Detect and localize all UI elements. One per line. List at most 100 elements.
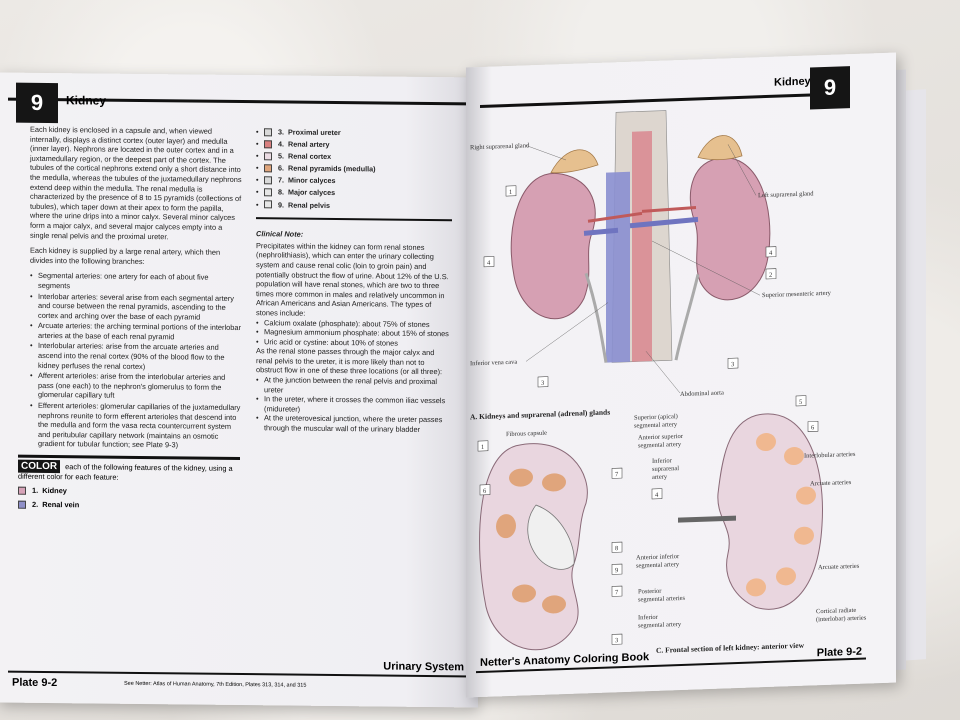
right-column-text: 3. Proximal ureter 4. Renal artery 5. Re… [256, 127, 452, 435]
obstruct-text: As the renal stone passes through the ma… [256, 346, 443, 377]
left-renal-artery [641, 205, 697, 213]
right-page: Kidney 9 Right suprarenal gland Le [466, 52, 896, 698]
anatomy-illustrations: Right suprarenal gland Left suprarenal g… [470, 110, 867, 655]
label-inferior-suprarenal-1: Inferior [652, 457, 673, 465]
fig-c-num: 4 [655, 492, 659, 499]
location-item: At the ureterovesical junction, where th… [256, 414, 452, 435]
color-key-label: Proximal ureter [288, 127, 341, 138]
fig-b-num: 7 [615, 589, 619, 596]
stone-type: Uric acid or cystine: about 10% of stone… [256, 337, 452, 349]
renal-pyramid [784, 447, 804, 466]
color-key-num: 8. [278, 187, 284, 197]
color-key-num: 6. [278, 163, 284, 173]
label-cortical-radiate-2: (interlobar) arteries [816, 615, 867, 624]
branch-item: Afferent arterioles: arise from the inte… [30, 371, 242, 402]
fig-a-number-boxes: 1 4 2 4 3 3 [483, 185, 777, 388]
left-renal-vein [629, 216, 699, 229]
color-key-item: 4. Renal artery [256, 139, 452, 151]
branch-item: Efferent arterioles: glomerular capillar… [30, 401, 242, 451]
label-inferior-suprarenal-2: suprarenal [652, 465, 679, 473]
label-superior-apical-2: segmental artery [634, 421, 678, 430]
clinical-note-title: Clinical Note: [256, 229, 304, 239]
fig-b-num: 8 [615, 545, 618, 552]
color-key-item: 1. Kidney [18, 486, 240, 498]
fig-a-num: 4 [769, 250, 773, 257]
figure-a: Right suprarenal gland Left suprarenal g… [470, 110, 832, 421]
renal-pyramid [542, 595, 566, 614]
color-key-item: 2. Renal vein [18, 499, 240, 511]
label-posterior-1: Posterior [638, 588, 662, 596]
label-interlobular: Interlobular arteries [804, 451, 856, 460]
label-anterior-inferior-2: segmental artery [636, 561, 680, 570]
label-anterior-superior-1: Anterior superior [638, 433, 684, 442]
obstruction-locations: At the junction between the renal pelvis… [256, 375, 452, 435]
fig-c-num: 6 [811, 424, 815, 431]
fig-c-caption: C. Frontal section of left kidney: anter… [656, 641, 805, 655]
abdominal-aorta [632, 131, 652, 362]
renal-artery-stem [678, 515, 736, 523]
footer-plate: Plate 9-2 [816, 645, 862, 660]
label-inferior-suprarenal-3: artery [652, 473, 668, 481]
inferior-vena-cava [606, 171, 630, 363]
stone-types-list: Calcium oxalate (phosphate): about 75% o… [256, 318, 452, 349]
branch-item: Arcuate arteries: the arching terminal p… [30, 321, 242, 342]
color-key-label: Renal vein [42, 499, 80, 510]
label-fibrous-capsule: Fibrous capsule [506, 430, 547, 438]
renal-pyramid [496, 514, 516, 539]
renal-pelvis [527, 504, 575, 570]
branch-list: Segmental arteries: one artery for each … [30, 271, 242, 451]
swatch-icon [264, 128, 272, 137]
renal-pyramid [542, 473, 566, 492]
supply-intro: Each kidney is supplied by a large renal… [30, 245, 221, 266]
left-footer: Urinary System Plate 9-2 See Netter: Atl… [8, 661, 472, 689]
color-key-item: 3. Proximal ureter [256, 127, 452, 139]
fig-a-num: 3 [541, 380, 544, 387]
fig-c-num: 5 [799, 399, 802, 406]
footer-reference: See Netter: Atlas of Human Anatomy, 7th … [124, 680, 307, 689]
label-ivc: Inferior vena cava [470, 359, 517, 368]
color-key-num: 9. [278, 199, 284, 210]
label-inferior-segmental-2: segmental artery [638, 621, 682, 630]
color-key-item: 9. Renal pelvis [256, 200, 452, 212]
fig-b-num: 6 [483, 488, 487, 495]
left-suprarenal-gland [697, 135, 743, 161]
color-key-list: 1. Kidney 2. Renal vein [18, 486, 240, 512]
color-key-num: 1. [32, 486, 39, 496]
footer-system: Urinary System [383, 660, 464, 674]
label-anterior-superior-2: segmental artery [638, 441, 682, 450]
right-page-title: Kidney [774, 75, 811, 89]
renal-pyramid [746, 578, 766, 597]
right-kidney [510, 172, 596, 320]
color-key-num: 5. [278, 151, 284, 161]
location-item: At the junction between the renal pelvis… [256, 375, 452, 396]
figure-b: Fibrous capsule 1 7 6 8 9 7 3 [477, 430, 623, 651]
fig-b-number-boxes: 1 7 6 8 9 7 3 [477, 440, 623, 645]
swatch-renal-vein [18, 500, 26, 509]
fig-b-num: 1 [481, 444, 484, 451]
right-renal-vein [583, 227, 619, 236]
fig-a-num: 3 [731, 361, 734, 368]
color-key-num: 4. [278, 139, 284, 149]
fig-a-num: 4 [487, 260, 491, 267]
color-key-num: 7. [278, 175, 284, 185]
color-key-list-cont: 3. Proximal ureter 4. Renal artery 5. Re… [256, 127, 452, 211]
color-key-label: Renal pelvis [288, 200, 330, 210]
renal-pyramid [756, 433, 776, 452]
color-key-item: 7. Minor calyces [256, 176, 452, 188]
swatch-icon [264, 200, 272, 209]
clinical-divider [256, 217, 452, 222]
left-page-title: Kidney [66, 93, 107, 108]
color-key-label: Kidney [42, 486, 67, 496]
color-key-label: Renal artery [288, 139, 330, 150]
right-suprarenal-gland [550, 149, 599, 174]
label-superior-mesenteric: Superior mesenteric artery [762, 290, 832, 299]
left-kidney [689, 157, 771, 301]
renal-pyramid [509, 468, 533, 487]
label-right-suprarenal: Right suprarenal gland [470, 142, 530, 151]
swatch-icon [264, 176, 272, 185]
swatch-icon [264, 188, 272, 197]
label-posterior-2: segmental arteries [638, 595, 686, 604]
footer-plate: Plate 9-2 [12, 676, 58, 690]
branch-item: Interlobar arteries: several arise from … [30, 291, 242, 322]
